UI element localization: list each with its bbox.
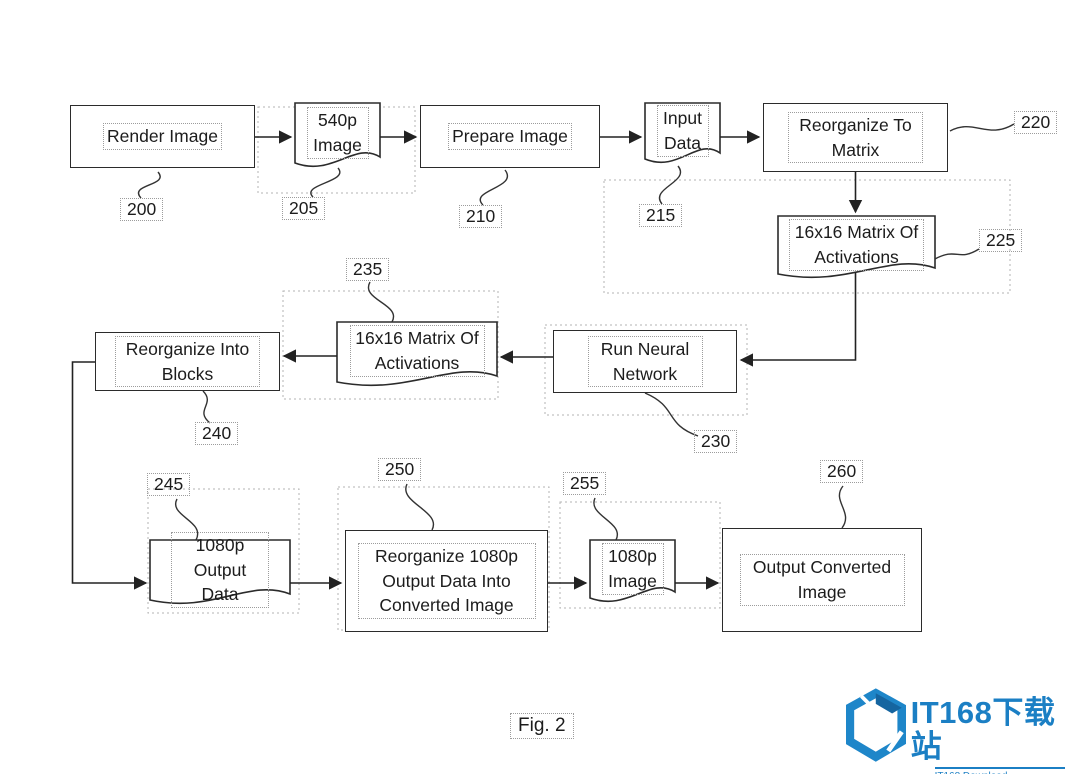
- watermark-title: IT168下载站: [910, 695, 1056, 765]
- data-shape-outlines: [149, 102, 936, 605]
- figure-caption: Fig. 2: [510, 713, 574, 739]
- node-label: 1080p Output Data: [171, 531, 269, 609]
- node-label: Reorganize To Matrix: [788, 111, 923, 164]
- flow-arrows: [71, 130, 863, 590]
- shape-1080p-output-data: [149, 539, 291, 605]
- annotation-dotted-regions: [147, 106, 1011, 631]
- node-label: Reorganize Into Blocks: [115, 335, 260, 388]
- node-matrix-activations-right: 16x16 Matrix Of Activations: [778, 219, 935, 271]
- shape-matrix-left: [336, 321, 498, 387]
- ref-label-225: 225: [979, 229, 1023, 252]
- ref-label-200: 200: [120, 198, 164, 221]
- node-reorganize-to-matrix: Reorganize To Matrix: [763, 103, 948, 172]
- node-output-converted-image: Output Converted Image: [722, 528, 922, 632]
- ref-label-230: 230: [694, 430, 738, 453]
- ref-label-255: 255: [563, 472, 607, 495]
- node-matrix-activations-left: 16x16 Matrix Of Activations: [337, 325, 497, 377]
- node-540p-image: 540p Image: [295, 107, 380, 159]
- it168-logo-icon: [846, 688, 906, 762]
- ref-label-240: 240: [195, 422, 239, 445]
- node-label: 540p Image: [306, 107, 369, 159]
- ref-label-235: 235: [346, 258, 390, 281]
- ref-label-205: 205: [282, 197, 326, 220]
- node-run-neural-network: Run Neural Network: [553, 330, 737, 393]
- shape-input-data: [644, 102, 721, 164]
- node-label: Run Neural Network: [587, 335, 703, 388]
- ref-label-215: 215: [639, 204, 683, 227]
- ref-label-220: 220: [1014, 111, 1058, 134]
- node-label: 16x16 Matrix Of Activations: [789, 219, 924, 271]
- node-label: Input Data: [656, 105, 709, 157]
- shape-matrix-right: [777, 215, 936, 279]
- ref-label-245: 245: [147, 473, 191, 496]
- node-label: Render Image: [103, 123, 222, 150]
- watermark-text: IT168下载站 IT168 Download: [910, 695, 1080, 774]
- node-reorganize-1080p: Reorganize 1080p Output Data Into Conver…: [345, 530, 548, 632]
- shape-540p-image: [294, 102, 381, 168]
- node-label: Output Converted Image: [739, 554, 905, 606]
- node-render-image: Render Image: [70, 105, 255, 168]
- node-1080p-output-data: 1080p Output Data: [150, 531, 290, 609]
- node-input-data: Input Data: [645, 105, 720, 157]
- ref-label-250: 250: [378, 458, 422, 481]
- ref-label-260: 260: [820, 460, 864, 483]
- node-1080p-image: 1080p Image: [590, 543, 675, 595]
- shape-1080p-image: [589, 539, 676, 603]
- node-label: 1080p Image: [601, 543, 664, 595]
- reference-leader-lines: [137, 123, 1015, 541]
- ref-label-210: 210: [459, 205, 503, 228]
- watermark-logo: IT168下载站 IT168 Download: [846, 686, 1080, 774]
- node-prepare-image: Prepare Image: [420, 105, 600, 168]
- node-label: Prepare Image: [448, 123, 572, 150]
- watermark-subtitle: IT168 Download: [934, 767, 1065, 774]
- node-label: 16x16 Matrix Of Activations: [349, 325, 485, 377]
- node-reorganize-into-blocks: Reorganize Into Blocks: [95, 332, 280, 391]
- node-label: Reorganize 1080p Output Data Into Conver…: [357, 542, 536, 620]
